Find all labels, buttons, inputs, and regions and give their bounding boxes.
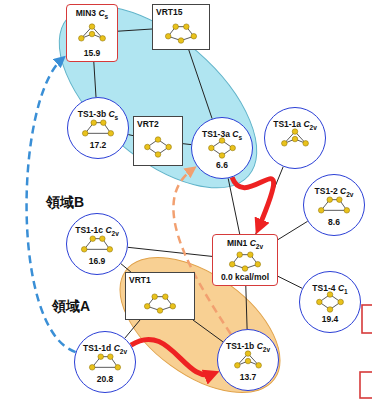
pathway-arrow — [131, 339, 214, 375]
transition-state-circle: TS1-2 C2v 8.6 — [303, 174, 365, 236]
cluster-structure — [81, 233, 113, 255]
symmetry-subscript: 2v — [256, 243, 263, 250]
cluster-structure — [165, 21, 197, 43]
symmetry-letter: C — [303, 119, 309, 129]
node-name: VRT2 — [137, 119, 159, 129]
node-name: TS1-1b C2v — [226, 341, 270, 351]
connection-line — [128, 247, 212, 256]
energy-value: 15.9 — [84, 48, 101, 58]
energy-value: 8.6 — [328, 217, 340, 227]
symmetry-subscript: s — [115, 114, 119, 121]
connection-line — [246, 286, 247, 329]
node-name: TS1-3b Cs — [78, 109, 118, 119]
symmetry-subscript: 2v — [263, 346, 270, 353]
energy-value: 17.2 — [90, 140, 107, 150]
symmetry-subscript: s — [105, 13, 109, 20]
symmetry-subscript: 2v — [112, 230, 119, 237]
cluster-structure — [232, 349, 264, 371]
cluster-structure — [279, 127, 311, 149]
node-name: VRT1 — [129, 275, 151, 285]
cluster-structure — [82, 117, 114, 139]
symmetry-letter: C — [340, 186, 346, 196]
symmetry-letter: C — [114, 343, 120, 353]
energy-value: 13.7 — [240, 372, 257, 382]
minimum-box: MIN3 Cs 15.9 — [66, 4, 118, 62]
symmetry-subscript: 2v — [346, 191, 353, 198]
pathway-arrow — [232, 177, 274, 228]
pathway-arrow-dashed — [173, 169, 230, 334]
connection-line — [125, 320, 140, 338]
energy-value: 6.6 — [216, 160, 228, 170]
symmetry-letter: C — [338, 283, 344, 293]
connection-line — [278, 276, 302, 288]
node-name: TS1-3a Cs — [202, 129, 242, 139]
node-name: MIN1 C2v — [227, 238, 263, 248]
transition-state-circle: TS1-3b Cs 17.2 — [67, 97, 129, 159]
transition-state-circle: TS1-1c C2v 16.9 — [66, 213, 128, 275]
node-name: TS1-1a C2v — [273, 119, 317, 129]
connection-line — [121, 264, 131, 272]
symmetry-letter: C — [108, 109, 114, 119]
symmetry-letter: C — [257, 341, 263, 351]
cluster-structure — [314, 291, 346, 313]
transition-state-circle: TS1-1d C2v 20.8 — [74, 331, 136, 393]
connection-line — [278, 221, 308, 239]
symmetry-subscript: 1 — [344, 288, 348, 295]
cluster-structure — [318, 194, 350, 216]
connection-line — [128, 135, 133, 136]
energy-value: 16.9 — [89, 256, 106, 266]
node-name: TS1-1d C2v — [83, 343, 127, 353]
node-name: TS1-4 C1 — [312, 283, 347, 293]
symmetry-letter: C — [232, 129, 238, 139]
connection-line — [118, 29, 152, 31]
transition-state-circle: TS1-1a C2v — [264, 107, 326, 169]
minimum-box: MIN1 C2v 0.0 kcal/mol — [212, 234, 278, 286]
transition-state-circle: TS1-4 C1 19.4 — [299, 271, 361, 333]
cluster-structure — [142, 136, 174, 158]
vrt-box: VRT15 — [152, 4, 210, 50]
connection-line — [193, 320, 223, 342]
region-label: 領域A — [50, 298, 92, 315]
cut-box — [360, 372, 372, 398]
vrt-box: VRT2 — [133, 116, 183, 166]
energy-value: 20.8 — [97, 374, 114, 384]
cluster-structure — [229, 249, 261, 271]
symmetry-subscript: 2v — [310, 124, 317, 131]
transition-state-circle: TS1-3a Cs 6.6 — [191, 117, 253, 179]
node-name: TS1-2 C2v — [315, 186, 354, 196]
transition-state-circle: TS1-1b C2v 13.7 — [217, 329, 279, 391]
energy-value: 0.0 kcal/mol — [221, 272, 269, 282]
energy-value: 19.4 — [322, 314, 339, 324]
symmetry-subscript: s — [238, 134, 242, 141]
symmetry-letter: C — [105, 225, 111, 235]
vrt-box: VRT1 — [125, 272, 195, 320]
symmetry-subscript: 2v — [120, 348, 127, 355]
region-label: 領域B — [44, 194, 86, 211]
cluster-structure — [76, 22, 108, 44]
symmetry-letter: C — [250, 238, 256, 248]
connection-line — [189, 50, 212, 119]
pathway-arrow-dashed — [27, 59, 76, 352]
cluster-structure — [89, 351, 121, 373]
node-name: MIN3 Cs — [76, 8, 108, 18]
connection-line — [94, 62, 96, 97]
node-name: TS1-1c C2v — [75, 225, 119, 235]
node-name: VRT15 — [156, 7, 182, 17]
cluster-structure — [206, 137, 238, 159]
cut-box — [362, 305, 372, 333]
connection-line — [183, 143, 191, 145]
cluster-structure — [144, 291, 176, 313]
symmetry-letter: C — [98, 8, 104, 18]
